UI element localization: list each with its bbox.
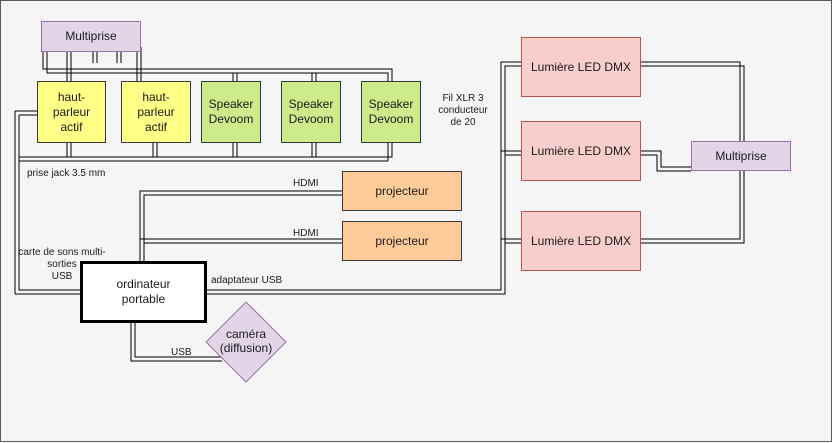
led-light-3: Lumière LED DMX (521, 211, 641, 271)
laptop-node: ordinateur portable (80, 261, 207, 323)
led-light-3-label: Lumière LED DMX (530, 233, 632, 248)
dmx-link-3 (501, 238, 521, 244)
multiprise-top: Multiprise (41, 21, 141, 52)
laptop-label: ordinateur portable (116, 277, 171, 306)
projector-2-label: projecteur (375, 233, 429, 248)
speaker-devoom-2-label: Speaker Devoom (288, 97, 334, 126)
speaker-devoom-3: Speaker Devoom (361, 81, 421, 143)
led-light-1: Lumière LED DMX (521, 37, 641, 97)
power-outlet-stubs (66, 47, 142, 63)
power-drops (66, 63, 317, 81)
label-usb-camera: USB (171, 347, 192, 358)
speaker-active-1: haut- parleur actif (37, 81, 106, 143)
speaker-active-2: haut- parleur actif (121, 81, 191, 143)
label-xlr: Fil XLR 3 conducteur de 20 (438, 93, 488, 128)
speaker-active-2-label: haut- parleur actif (137, 89, 175, 134)
led-light-1-label: Lumière LED DMX (530, 59, 632, 74)
multiprise-right: Multiprise (691, 141, 791, 171)
label-hdmi-1: HDMI (293, 178, 319, 189)
camera-node: caméra (diffusion) (209, 316, 283, 366)
dmx-link-2 (501, 150, 521, 156)
dmx-usb-wire (207, 61, 521, 295)
hdmi-wire-2 (140, 238, 342, 244)
projector-1-label: projecteur (375, 183, 429, 198)
projector-1: projecteur (342, 171, 462, 211)
led-light-2: Lumière LED DMX (521, 121, 641, 181)
projector-2: projecteur (342, 221, 462, 261)
speaker-active-1-label: haut- parleur actif (52, 89, 91, 134)
label-sound-card: carte de sons multi- sorties USB (18, 247, 106, 282)
multiprise-wire (641, 150, 691, 172)
camera-label: caméra (diffusion) (219, 327, 273, 355)
label-hdmi-2: HDMI (293, 228, 319, 239)
usb-camera-wire (130, 322, 222, 362)
speaker-devoom-2: Speaker Devoom (281, 81, 341, 143)
audio-left-wire (14, 110, 81, 294)
power-wire-bus (42, 47, 393, 81)
audio-drops (66, 143, 317, 157)
speaker-devoom-1: Speaker Devoom (201, 81, 261, 143)
speaker-devoom-1-label: Speaker Devoom (208, 97, 254, 126)
audio-bus (19, 143, 393, 162)
led-light-2-label: Lumière LED DMX (530, 143, 632, 158)
label-usb-adapter: adaptateur USB (211, 275, 283, 286)
multiprise-top-label: Multiprise (65, 29, 117, 43)
speaker-devoom-3-label: Speaker Devoom (368, 97, 414, 126)
label-jack: prise jack 3.5 mm (27, 168, 106, 179)
multiprise-right-label: Multiprise (715, 148, 767, 163)
